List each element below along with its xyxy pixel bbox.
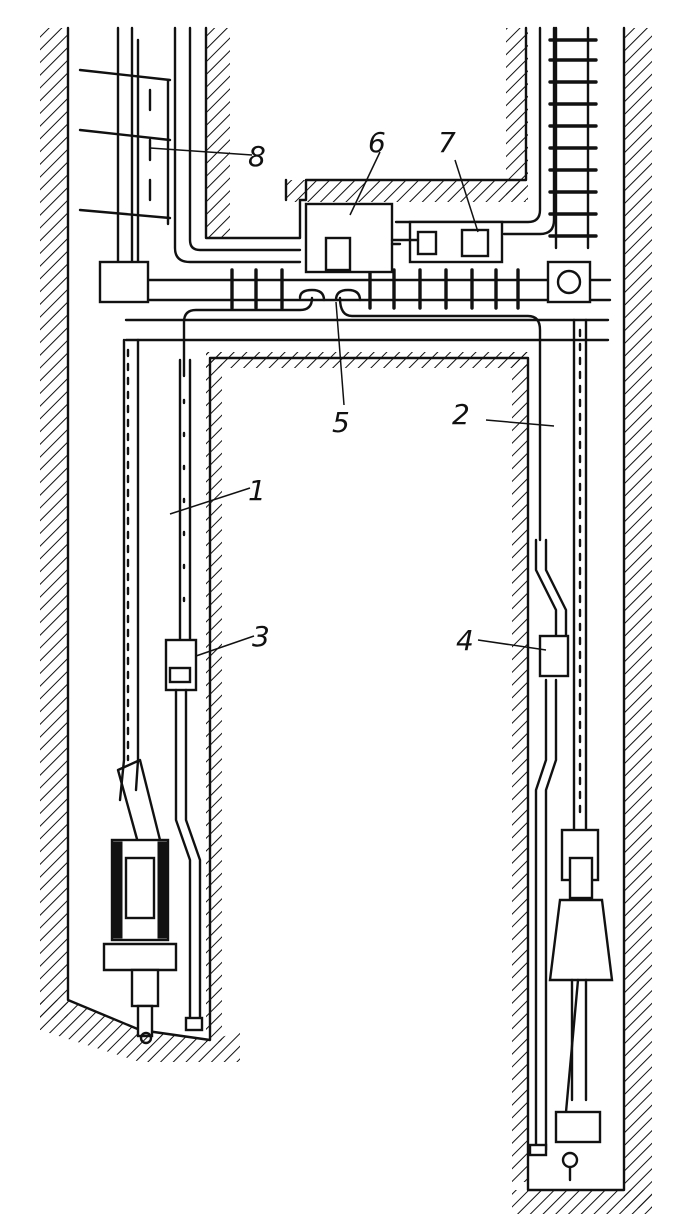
shaft-walls: [66, 26, 626, 1192]
pipeline: [124, 288, 610, 542]
left-cable: [164, 358, 255, 1032]
guide-column: [116, 26, 253, 282]
callout-7: 7: [438, 126, 456, 159]
callout-5: 5: [332, 406, 350, 439]
right-shaft-ladder: [548, 26, 598, 250]
callout-3: 3: [252, 620, 270, 653]
left-drilling-machine: [102, 758, 178, 1045]
right-drilling-machine: [548, 828, 614, 1182]
right-cable: [477, 538, 570, 1157]
callout-1: 1: [248, 474, 266, 507]
callouts: 1 2 3 4 5 6 7 8: [248, 126, 474, 657]
left-shaft-brackets: [78, 68, 172, 226]
callout-8: 8: [248, 140, 266, 173]
control-station: [304, 151, 504, 274]
conveyor-route: [173, 26, 556, 264]
crosscut-track: [98, 260, 612, 310]
right-conveyor: [485, 318, 588, 832]
callout-2: 2: [452, 398, 470, 431]
callout-4: 4: [456, 624, 474, 657]
rock-hatching: [40, 28, 652, 1214]
callout-6: 6: [368, 126, 386, 159]
